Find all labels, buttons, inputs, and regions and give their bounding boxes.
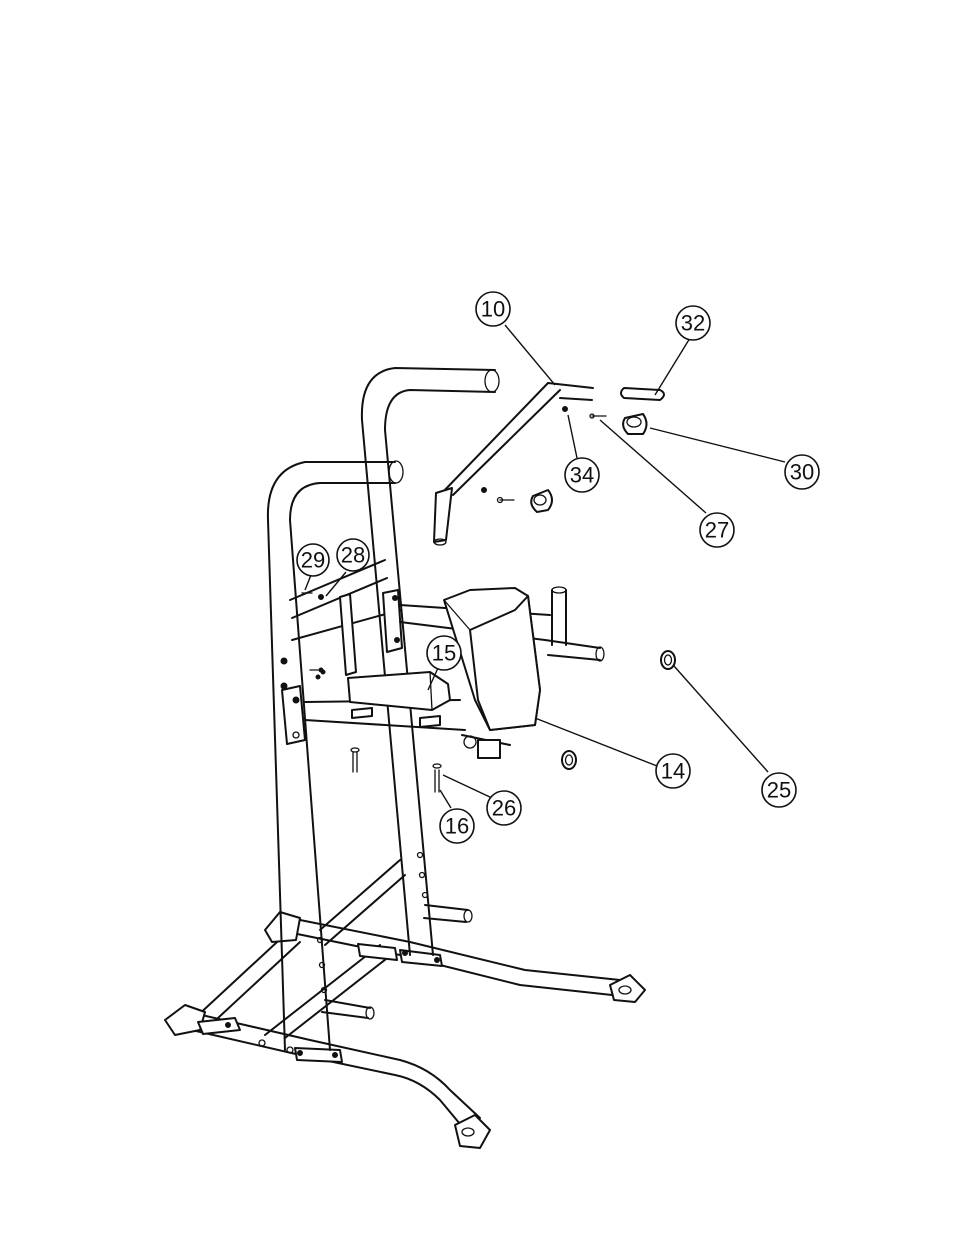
callout-14: 14 (656, 754, 690, 788)
callout-15-label: 15 (432, 641, 456, 666)
callout-10: 10 (476, 292, 510, 326)
callout-14-label: 14 (661, 759, 685, 784)
callout-16-label: 16 (445, 814, 469, 839)
callout-27: 27 (700, 513, 734, 547)
callout-34-label: 34 (570, 463, 594, 488)
callout-26: 26 (487, 791, 521, 825)
callout-26-label: 26 (492, 796, 516, 821)
callout-32: 32 (676, 306, 710, 340)
callout-27-label: 27 (705, 518, 729, 543)
callout-25-label: 25 (767, 778, 791, 803)
loose-parts (302, 383, 675, 792)
callout-28: 28 (337, 539, 369, 571)
callout-34: 34 (565, 458, 599, 492)
callout-15: 15 (427, 636, 461, 670)
callout-28-label: 28 (341, 543, 365, 568)
callout-29: 29 (297, 544, 329, 576)
callout-32-label: 32 (681, 311, 705, 336)
callout-29-label: 29 (301, 548, 325, 573)
callout-25: 25 (762, 773, 796, 807)
callout-10-label: 10 (481, 297, 505, 322)
callout-30-label: 30 (790, 460, 814, 485)
callout-leaders (305, 325, 785, 808)
callout-16: 16 (440, 809, 474, 843)
callout-30: 30 (785, 455, 819, 489)
